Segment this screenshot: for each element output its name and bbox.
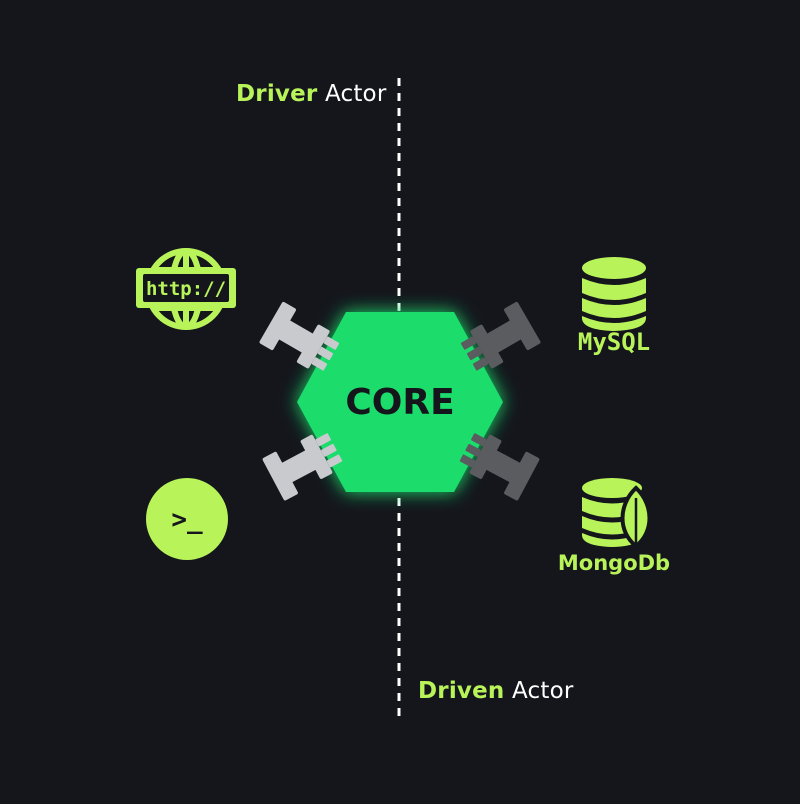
driver-label-highlight: Driver	[236, 81, 318, 107]
driven-actor-label: Driven Actor	[418, 678, 574, 704]
globe-http-icon: http://	[136, 248, 236, 330]
mysql-label: MySQL	[578, 328, 650, 356]
http-text: http://	[146, 278, 226, 300]
core-label: CORE	[345, 382, 454, 423]
driven-label-rest: Actor	[512, 678, 574, 704]
driven-label-highlight: Driven	[418, 678, 505, 704]
terminal-icon: >_	[146, 478, 228, 560]
mysql-database-icon	[582, 257, 646, 331]
driver-label-rest: Actor	[324, 81, 387, 107]
mongodb-label: MongoDb	[558, 551, 670, 575]
driver-actor-label: Driver Actor	[236, 81, 387, 107]
terminal-prompt: >_	[171, 505, 203, 535]
core-hexagon	[297, 312, 503, 492]
mongodb-database-icon	[582, 478, 652, 550]
leaf-icon	[620, 485, 652, 550]
